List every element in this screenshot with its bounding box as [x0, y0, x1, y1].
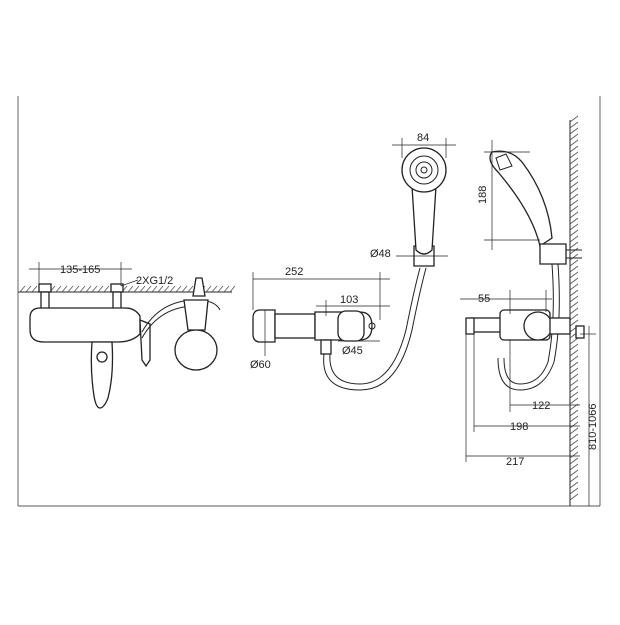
profile-wall-flange — [575, 325, 585, 339]
side-shower-head-outer — [401, 147, 447, 193]
front-holder — [192, 277, 206, 297]
dim-thread-label: 2XG1/2 — [136, 275, 173, 287]
front-shower-head — [174, 329, 218, 371]
profile-handle — [523, 311, 553, 341]
dim-spout-length-label: 55 — [478, 293, 490, 305]
front-view: 135-165 2XG1/2 — [18, 262, 236, 409]
profile-hose — [503, 263, 554, 385]
front-shower-handle — [183, 299, 209, 331]
dim-length-label: 252 — [285, 266, 303, 278]
front-mixer-body — [29, 307, 141, 343]
profile-wall-hatching — [569, 115, 579, 501]
side-handle — [337, 310, 365, 342]
profile-shower-head — [489, 150, 553, 248]
dim-head-height-label: 188 — [477, 186, 489, 204]
side-body-left-cap — [252, 309, 276, 343]
left-connector — [38, 283, 52, 311]
front-lever-button — [96, 351, 108, 363]
side-shower-handle — [411, 185, 437, 255]
dim-198-label: 198 — [510, 421, 528, 433]
drawing-frame — [17, 96, 601, 507]
front-hose — [141, 299, 221, 333]
dim-spacing-label: 135-165 — [60, 264, 100, 276]
dim-body-diameter-label: Ø60 — [250, 359, 271, 371]
profile-view: 188 55 122 198 217 810-1066 — [460, 115, 599, 506]
dim-122-label: 122 — [532, 400, 550, 412]
profile-connector — [549, 317, 571, 335]
dim-head-width-label: 84 — [417, 132, 429, 144]
side-view: 84 Ø48 252 103 Ø60 Ø45 — [250, 132, 456, 391]
side-hose — [323, 267, 427, 391]
side-diverter — [320, 339, 332, 355]
dim-spout-diameter-label: Ø45 — [342, 345, 363, 357]
profile-holder — [539, 243, 567, 265]
side-body-center — [274, 313, 316, 339]
dim-217-label: 217 — [506, 456, 524, 468]
dim-holder-diameter-label: Ø48 — [370, 248, 391, 260]
right-connector — [110, 283, 124, 311]
dim-mount-height-label: 810-1066 — [587, 404, 599, 451]
front-wall-hatching — [19, 285, 236, 293]
dim-spout-label: 103 — [340, 294, 358, 306]
